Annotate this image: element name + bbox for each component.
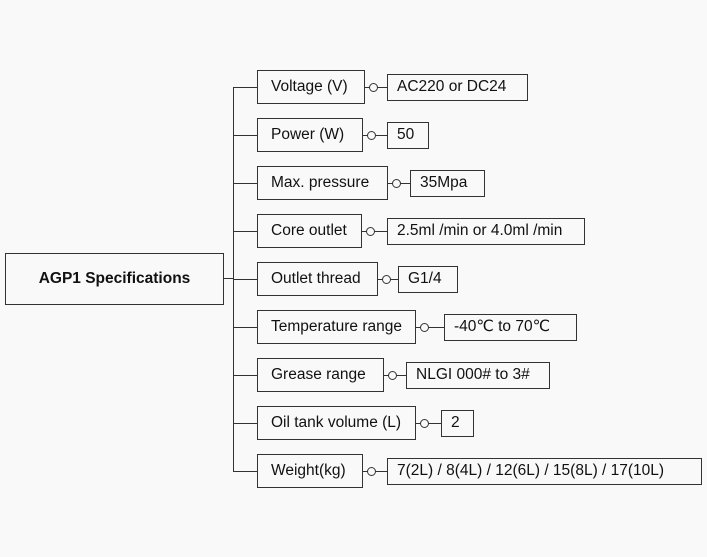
- spec-label-box: Power (W): [257, 118, 363, 152]
- spec-value-box: 50: [387, 121, 429, 149]
- connector-circle: [367, 131, 376, 140]
- spec-value: 50: [397, 126, 415, 144]
- spec-value-box: NLGI 000# to 3#: [406, 361, 550, 389]
- branch-line: [233, 87, 257, 88]
- spec-value: 7(2L) / 8(4L) / 12(6L) / 15(8L) / 17(10L…: [397, 462, 665, 480]
- spec-value-box: 2: [441, 409, 474, 437]
- spec-label: Grease range: [271, 366, 366, 384]
- connector-circle: [366, 227, 375, 236]
- spec-label-box: Oil tank volume (L): [257, 406, 416, 440]
- branch-line: [233, 327, 257, 328]
- spec-value: 2.5ml /min or 4.0ml /min: [397, 222, 563, 240]
- connector-circle: [420, 419, 429, 428]
- spec-value: 2: [451, 414, 460, 432]
- spec-value-box: 2.5ml /min or 4.0ml /min: [387, 217, 585, 245]
- spec-label: Core outlet: [271, 222, 347, 240]
- connector-circle: [382, 275, 391, 284]
- value-connector: [416, 327, 444, 328]
- spec-value: 35Mpa: [420, 174, 468, 192]
- branch-line: [233, 279, 257, 280]
- branch-line: [233, 183, 257, 184]
- spec-label: Oil tank volume (L): [271, 414, 402, 432]
- spec-label-box: Weight(kg): [257, 454, 363, 488]
- spec-value-box: AC220 or DC24: [387, 73, 528, 101]
- branch-line: [233, 231, 257, 232]
- spec-value-box: -40℃ to 70℃: [444, 313, 577, 341]
- branch-line: [233, 423, 257, 424]
- connector-circle: [367, 467, 376, 476]
- spec-value-box: 7(2L) / 8(4L) / 12(6L) / 15(8L) / 17(10L…: [387, 457, 702, 485]
- spec-label: Weight(kg): [271, 462, 346, 480]
- diagram-title: AGP1 Specifications: [38, 270, 191, 288]
- spec-value-box: 35Mpa: [410, 169, 485, 197]
- root-connector: [224, 278, 233, 279]
- spec-label: Power (W): [271, 126, 345, 144]
- spec-label: Max. pressure: [271, 174, 370, 192]
- spec-value: AC220 or DC24: [397, 78, 507, 96]
- spec-label-box: Outlet thread: [257, 262, 378, 296]
- connector-circle: [388, 371, 397, 380]
- spec-label-box: Grease range: [257, 358, 384, 392]
- diagram-root-node: AGP1 Specifications: [5, 253, 224, 305]
- spec-value: -40℃ to 70℃: [454, 318, 550, 336]
- branch-line: [233, 135, 257, 136]
- spec-value-box: G1/4: [398, 265, 458, 293]
- spec-label-box: Core outlet: [257, 214, 362, 248]
- spec-label-box: Temperature range: [257, 310, 416, 344]
- connector-circle: [392, 179, 401, 188]
- spec-label: Voltage (V): [271, 78, 348, 96]
- spec-value: NLGI 000# to 3#: [416, 366, 530, 384]
- spec-label-box: Max. pressure: [257, 166, 388, 200]
- branch-line: [233, 471, 257, 472]
- spec-value: G1/4: [408, 270, 442, 288]
- spec-label-box: Voltage (V): [257, 70, 365, 104]
- connector-circle: [420, 323, 429, 332]
- spec-label: Temperature range: [271, 318, 402, 336]
- branch-line: [233, 375, 257, 376]
- spec-label: Outlet thread: [271, 270, 361, 288]
- connector-circle: [369, 83, 378, 92]
